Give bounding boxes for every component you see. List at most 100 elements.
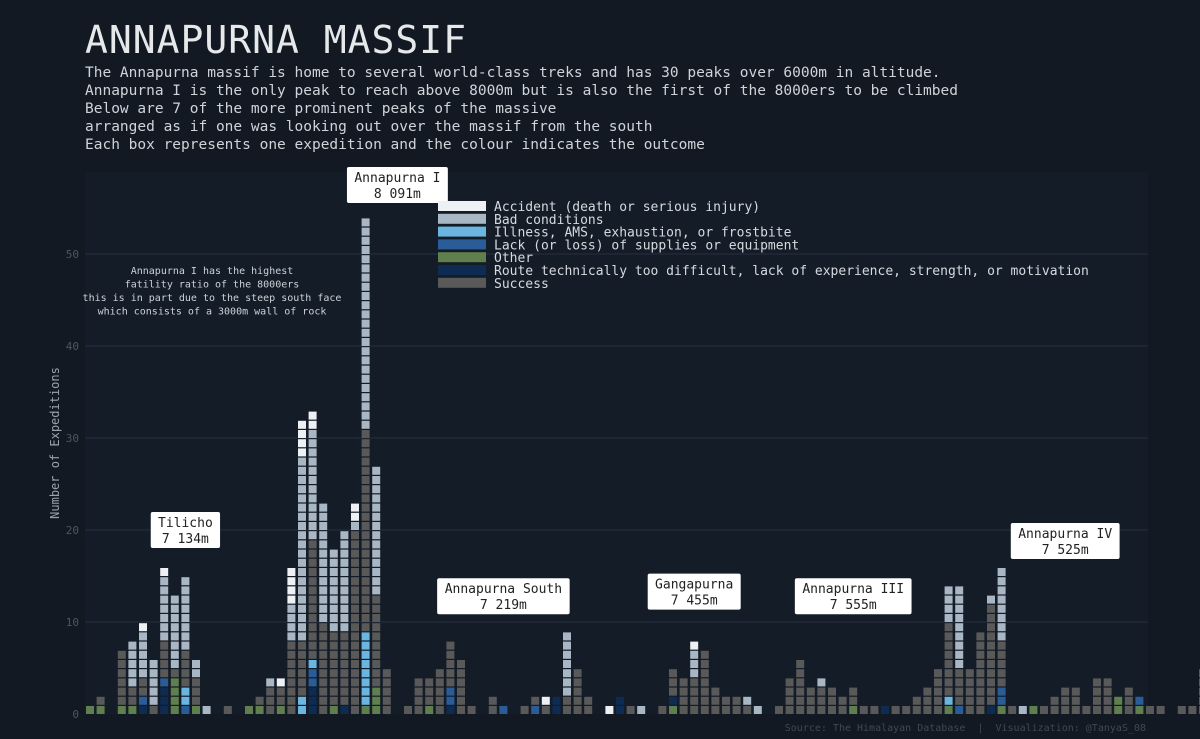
expedition-box (1061, 706, 1070, 714)
expedition-box (298, 586, 306, 595)
legend-item: Success (438, 277, 549, 292)
expedition-box (361, 706, 370, 714)
expedition-box (298, 678, 306, 687)
legend-item: Route technically too difficult, lack of… (438, 264, 1089, 279)
expedition-box (160, 687, 169, 696)
expedition-box (605, 706, 614, 714)
peak-name: Annapurna South (445, 582, 562, 597)
expedition-box (987, 614, 995, 622)
expedition-box (361, 264, 370, 273)
expedition-column (987, 595, 995, 714)
expedition-box (298, 439, 306, 448)
expedition-box (616, 706, 624, 714)
expedition-box (319, 577, 328, 586)
expedition-box (1124, 696, 1133, 705)
expedition-box (308, 586, 317, 595)
expedition-column (128, 641, 137, 714)
expedition-box (255, 696, 264, 705)
expedition-box (319, 687, 328, 696)
expedition-column (139, 623, 147, 714)
expedition-box (923, 687, 932, 696)
expedition-column (382, 669, 391, 714)
chart-subtitle: The Annapurna massif is home to several … (85, 64, 958, 154)
expedition-box (372, 687, 381, 696)
y-tick-label: 10 (66, 616, 79, 629)
expedition-box (192, 678, 200, 687)
expedition-box (308, 558, 317, 567)
expedition-box (329, 604, 338, 613)
expedition-box (287, 696, 296, 705)
expedition-box (1135, 696, 1144, 705)
y-tick-label: 30 (66, 432, 79, 445)
expedition-box (160, 706, 169, 714)
expedition-box (912, 706, 921, 714)
expedition-box (573, 678, 582, 687)
expedition-box (923, 696, 932, 705)
expedition-box (298, 466, 306, 475)
expedition-box (340, 558, 349, 567)
expedition-box (796, 687, 805, 696)
expedition-box (690, 696, 699, 705)
expedition-box (944, 641, 953, 650)
expedition-box (308, 660, 317, 668)
expedition-column (743, 696, 752, 714)
expedition-box (372, 522, 381, 530)
subtitle-line: Each box represents one expedition and t… (85, 137, 705, 153)
expedition-box (361, 236, 370, 245)
expedition-box (181, 577, 190, 586)
expedition-column (775, 706, 783, 714)
expedition-box (202, 706, 211, 714)
expedition-column (1029, 706, 1038, 714)
expedition-box (722, 706, 730, 714)
expedition-box (329, 706, 338, 714)
expedition-box (340, 577, 349, 586)
expedition-box (414, 706, 423, 714)
expedition-box (414, 678, 423, 687)
expedition-box (669, 706, 677, 714)
expedition-box (361, 604, 370, 613)
expedition-box (361, 568, 370, 576)
expedition-box (859, 706, 868, 714)
expedition-box (308, 457, 317, 466)
peak-name: Annapurna IV (1018, 527, 1112, 542)
legend-item: Lack (or loss) of supplies or equipment (438, 238, 799, 253)
expedition-box (944, 650, 953, 659)
expedition-box (987, 595, 995, 604)
expedition-box (329, 660, 338, 668)
expedition-column (1061, 687, 1070, 714)
expedition-column (414, 678, 423, 714)
expedition-box (361, 457, 370, 466)
expedition-box (372, 660, 381, 668)
expedition-box (340, 706, 349, 714)
expedition-box (266, 696, 275, 705)
expedition-box (160, 586, 169, 595)
expedition-column (1093, 678, 1101, 714)
legend-item: Bad conditions (438, 213, 604, 228)
expedition-box (340, 568, 349, 576)
annotation-line: fatility ratio of the 8000ers (125, 280, 300, 291)
expedition-column (404, 706, 412, 714)
expedition-box (181, 696, 190, 705)
expedition-box (891, 706, 900, 714)
expedition-column (1124, 687, 1133, 714)
expedition-box (340, 549, 349, 558)
expedition-box (351, 531, 359, 540)
expedition-box (340, 604, 349, 613)
expedition-box (944, 604, 953, 613)
expedition-box (488, 696, 497, 705)
expedition-column (955, 586, 964, 714)
expedition-box (700, 696, 709, 705)
expedition-box (170, 706, 179, 714)
expedition-box (298, 687, 306, 696)
expedition-column (467, 706, 476, 714)
expedition-box (117, 706, 126, 714)
expedition-box (361, 374, 370, 383)
expedition-box (976, 632, 985, 641)
expedition-box (319, 641, 328, 650)
expedition-box (181, 614, 190, 622)
subtitle-line: The Annapurna massif is home to several … (85, 65, 941, 81)
expedition-box (955, 669, 964, 678)
